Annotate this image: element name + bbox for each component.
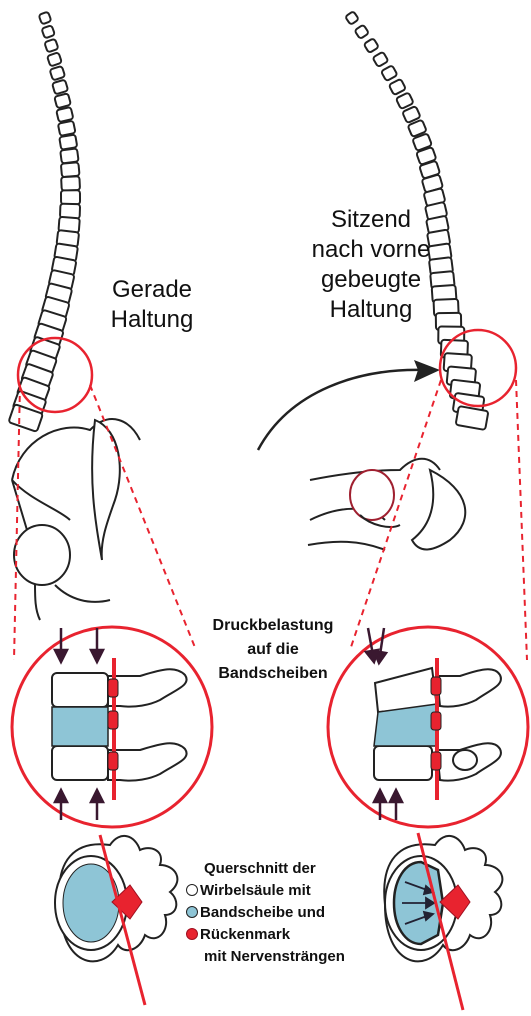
left-vertebra — [61, 190, 80, 204]
pressure-label-line-2: auf die — [198, 638, 348, 662]
left-vertebra — [61, 176, 80, 191]
left-vertebra — [56, 107, 73, 122]
red-circle-icon — [186, 928, 198, 940]
right-vertebra — [381, 65, 398, 81]
pressure-label-line-3: Bandscheiben — [198, 662, 348, 686]
right-vertebra — [345, 11, 359, 25]
legend-item-spinal-cord-text: Rückenmark — [200, 926, 290, 943]
right-vertebra — [456, 406, 489, 430]
pressure-label-line-1: Druckbelastung — [198, 614, 348, 638]
left-vertebra — [47, 52, 62, 66]
left-vertebra — [39, 12, 52, 25]
straight-label-line-2: Haltung — [92, 305, 212, 335]
legend-title: Querschnitt der — [204, 858, 316, 880]
right-cross-section — [384, 833, 502, 1010]
right-vertebra — [389, 79, 406, 95]
bent-label-line-4: Haltung — [296, 295, 446, 325]
legend-item-disc-text: Bandscheibe und — [200, 904, 325, 921]
left-vertebra — [44, 39, 58, 53]
straight-posture-label: Gerade Haltung — [92, 275, 212, 335]
right-vertebra — [354, 25, 369, 39]
legend-item-vertebra: Wirbelsäule mit — [186, 880, 311, 902]
legend-item-disc: Bandscheibe und — [186, 902, 325, 924]
left-vertebra — [59, 134, 77, 149]
bent-label-line-3: gebeugte — [296, 265, 446, 295]
bend-motion-arrow — [258, 360, 440, 450]
left-vertebra — [60, 148, 78, 163]
left-vertebra — [58, 121, 76, 136]
left-pelvis — [12, 419, 140, 620]
right-pelvis — [308, 459, 465, 550]
bent-label-line-1: Sitzend — [296, 205, 446, 235]
bent-label-line-2: nach vorne — [296, 235, 446, 265]
left-vertebra — [61, 162, 80, 177]
bent-posture-label: Sitzend nach vorne gebeugte Haltung — [296, 205, 446, 325]
left-vertebra — [54, 93, 71, 108]
white-circle-icon — [186, 884, 198, 896]
left-vertebra — [52, 80, 68, 95]
legend-item-spinal-cord: Rückenmark — [186, 924, 290, 946]
right-vertebra — [396, 92, 414, 109]
left-vertebra — [41, 25, 55, 38]
blue-circle-icon — [186, 906, 198, 918]
right-vertebra — [364, 38, 379, 53]
right-vertebra — [373, 52, 389, 68]
left-zoom-detail — [12, 627, 212, 827]
left-cross-section — [55, 835, 177, 1005]
legend-last-line: mit Nervensträngen — [204, 946, 345, 968]
straight-label-line-1: Gerade — [92, 275, 212, 305]
legend-item-vertebra-text: Wirbelsäule mit — [200, 882, 311, 899]
right-zoom-detail — [328, 627, 528, 827]
pressure-label: Druckbelastung auf die Bandscheiben — [198, 614, 348, 686]
left-vertebra — [50, 66, 66, 81]
